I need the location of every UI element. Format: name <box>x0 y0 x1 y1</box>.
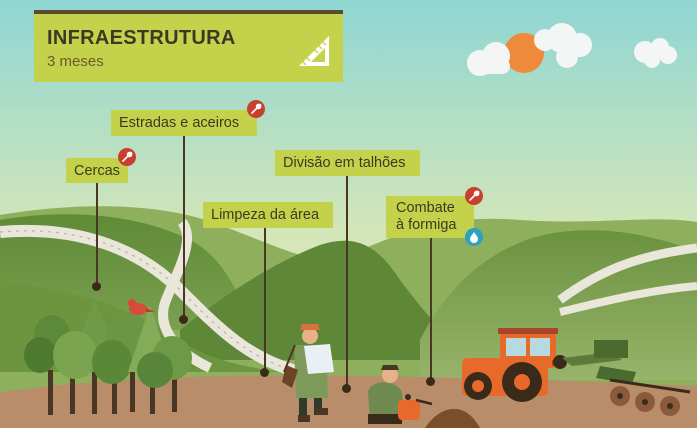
pin-line-estradas <box>183 135 185 317</box>
label-limpeza-da-area: Limpeza da área <box>203 202 333 228</box>
kneeling-worker <box>368 365 433 424</box>
label-combate-a-formiga: Combate à formiga <box>386 196 474 238</box>
cloud <box>634 38 677 68</box>
pin-dot-combate <box>426 377 435 386</box>
title-card: INFRAESTRUTURA 3 meses <box>34 10 343 82</box>
pin-line-divisao <box>346 175 348 388</box>
tractor <box>462 328 567 402</box>
road <box>557 243 697 304</box>
label-cercas: Cercas <box>66 158 128 183</box>
man-with-map <box>282 324 334 422</box>
label-combate-line2: à formiga <box>396 217 457 233</box>
wrench-icon <box>247 100 265 118</box>
pin-dot-cercas <box>92 282 101 291</box>
pin-line-limpeza <box>264 228 266 372</box>
road <box>0 230 301 373</box>
label-combate-line1: Combate <box>396 200 455 216</box>
label-divisao-em-talhoes: Divisão em talhões <box>275 150 420 176</box>
pin-line-cercas <box>96 182 98 286</box>
dirt-mound <box>425 408 480 428</box>
pin-dot-limpeza <box>260 368 269 377</box>
label-estradas-e-aceiros: Estradas e aceiros <box>111 110 257 136</box>
plow-implement <box>562 340 691 416</box>
ruler-triangle-icon <box>297 34 331 68</box>
chemical-drop-icon <box>465 228 483 246</box>
hill <box>180 240 470 360</box>
wrench-icon <box>118 148 136 166</box>
pin-line-combate <box>430 236 432 380</box>
cloud <box>467 23 592 76</box>
pin-dot-estradas <box>179 315 188 324</box>
duration-text: 3 meses <box>47 53 104 70</box>
tree-group <box>24 300 192 415</box>
ground <box>0 375 697 428</box>
pin-dot-divisao <box>342 384 351 393</box>
road <box>559 282 697 316</box>
bird <box>128 299 155 315</box>
page-title: INFRAESTRUTURA <box>47 27 236 49</box>
sun <box>504 33 544 73</box>
wrench-icon <box>465 187 483 205</box>
